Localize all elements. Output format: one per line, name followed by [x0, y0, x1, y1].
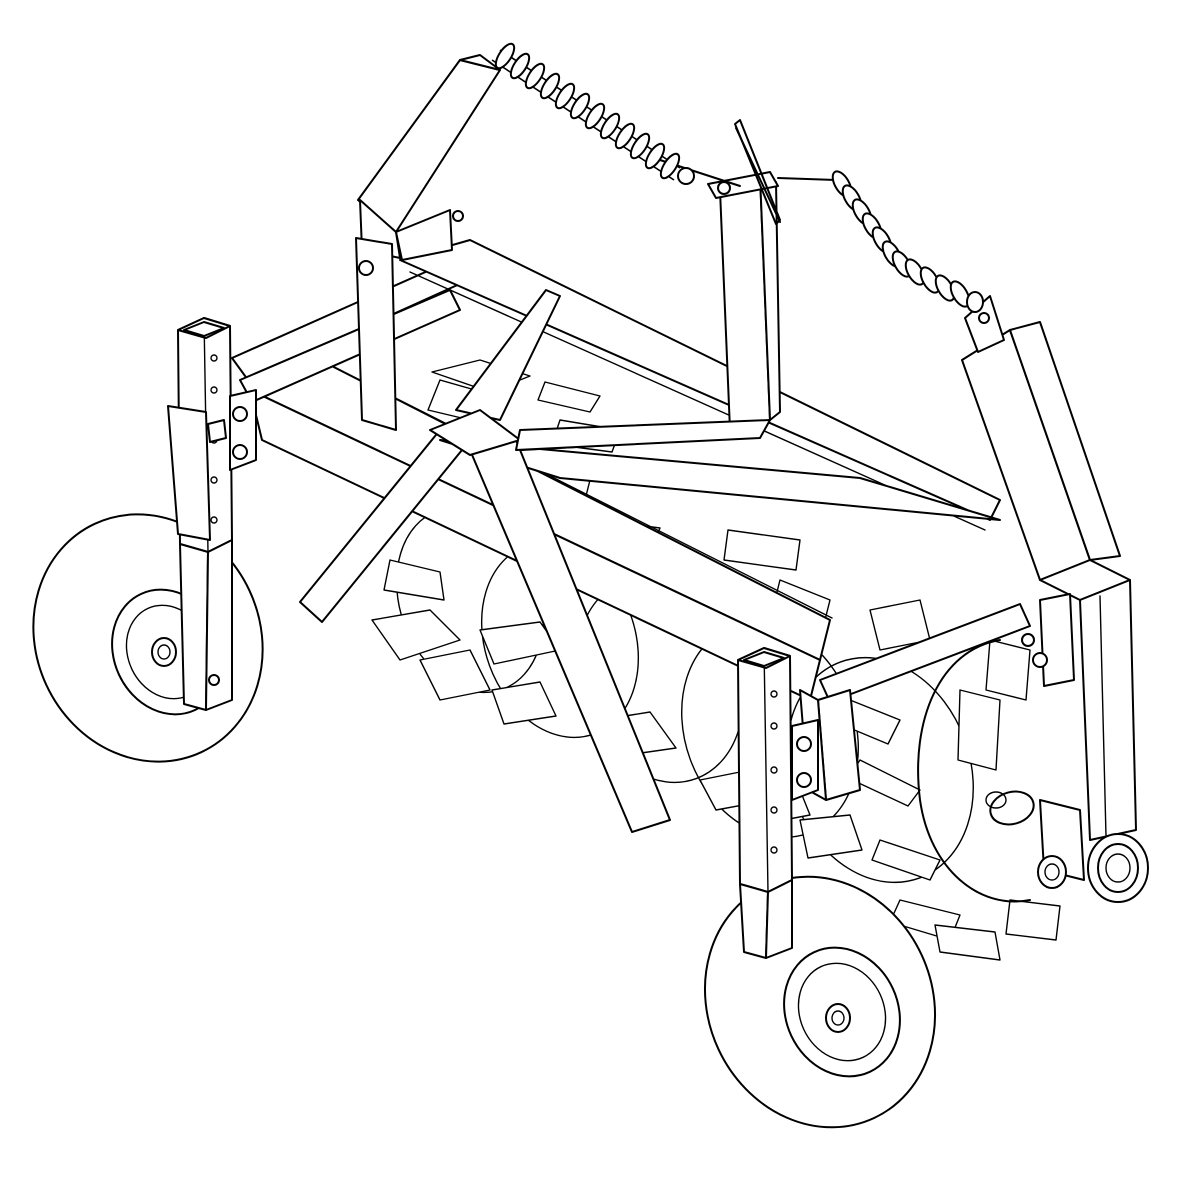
rotor-end-disc [917, 639, 1035, 903]
right-leg [737, 647, 819, 959]
right-wheel [703, 875, 937, 1129]
tension-springs [491, 42, 984, 313]
right-spring [831, 170, 984, 313]
left-spring [491, 42, 695, 185]
fasteners [358, 181, 990, 324]
left-wheel [32, 513, 264, 763]
left-leg [167, 317, 257, 711]
right-pivot-bearing [1021, 593, 1149, 903]
